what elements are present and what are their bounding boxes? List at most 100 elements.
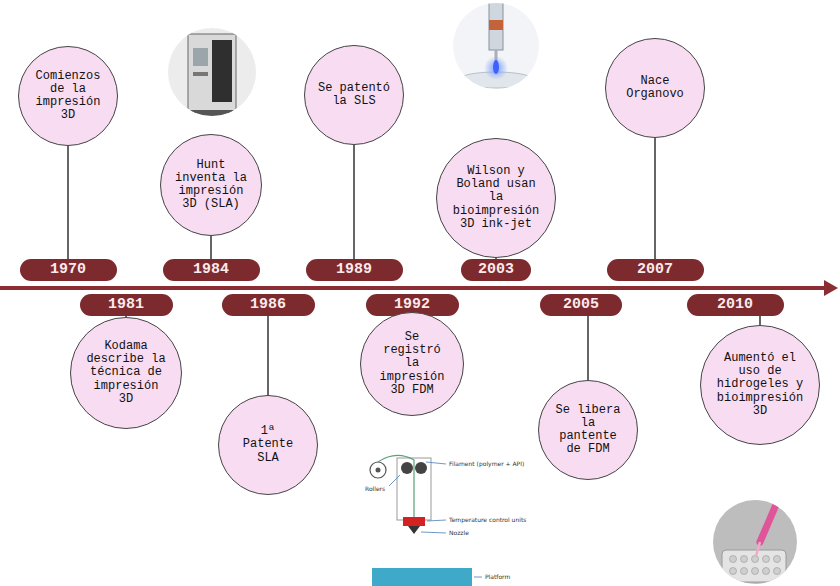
filament-spool (370, 462, 386, 478)
year-label: 2007 (637, 262, 673, 279)
well (730, 556, 737, 563)
event-text: Wilson y Boland usan la bioimpresión 3D … (450, 165, 542, 231)
well (763, 556, 770, 563)
printer-window (193, 48, 208, 66)
event-circle: Aumentó el uso de hidrogeles y bioimpres… (700, 325, 820, 445)
leader-line (426, 462, 446, 464)
event-circle: Kodama describe la técnica de impresión … (70, 317, 182, 429)
event-circle: Se registró la impresión 3D FDM (360, 312, 464, 416)
year-label: 1989 (336, 262, 372, 279)
arrow-head (824, 280, 838, 296)
printer-panel (212, 40, 232, 102)
timeline-stem (411, 312, 413, 316)
timeline-stem (759, 316, 761, 325)
printer-slot (193, 72, 208, 76)
year-pill: 2005 (540, 294, 622, 316)
pipette-body (760, 500, 778, 542)
event-text: 1ª Patente SLA (233, 425, 303, 465)
year-label: 1984 (193, 262, 229, 279)
photo-ground (168, 28, 256, 116)
filament-strand (378, 455, 414, 519)
leader-line (427, 520, 446, 521)
uv-glow (484, 56, 508, 80)
event-circle: Se patentó la SLS (304, 45, 404, 145)
year-pill: 2010 (687, 294, 784, 316)
syringe-barrel (489, 0, 503, 50)
year-label: 1981 (108, 297, 144, 314)
timeline-stem (267, 316, 269, 395)
timeline-stem (654, 138, 656, 259)
year-label: 2010 (717, 297, 753, 314)
event-text: Aumentó el uso de hidrogeles y bioimpres… (714, 352, 806, 418)
arrow-shaft (0, 286, 826, 290)
photo-ground (713, 500, 797, 584)
roller (401, 462, 413, 474)
syringe-scene (458, 0, 534, 88)
uv-light (493, 60, 499, 74)
event-circle: Comienzos de la impresión 3D (18, 46, 118, 146)
event-circle: Se libera la pantente de FDM (538, 380, 638, 480)
pipette-photo (713, 500, 797, 584)
pipette-tip (756, 542, 760, 556)
roller (415, 462, 427, 474)
well (730, 568, 737, 575)
part-label: Platform (485, 574, 510, 581)
year-label: 1970 (50, 262, 86, 279)
printer-base (186, 110, 238, 116)
heater-block (403, 517, 425, 526)
well (741, 556, 748, 563)
year-pill: 1986 (222, 294, 315, 316)
part-label: Rollers (365, 486, 385, 493)
event-circle: 1ª Patente SLA (218, 395, 318, 495)
time-arrow (0, 280, 838, 296)
spool-hub (376, 468, 381, 473)
well (741, 568, 748, 575)
leader-line (389, 475, 400, 486)
part-label: Nozzle (449, 530, 469, 537)
timeline-stem (125, 316, 127, 317)
part-label: Temperature control units (449, 517, 526, 524)
timeline-stem (587, 316, 589, 380)
event-text: Se registró la impresión 3D FDM (377, 331, 447, 397)
well (774, 568, 781, 575)
build-platform (372, 568, 472, 586)
well (774, 556, 781, 563)
year-pill: 2003 (461, 259, 531, 281)
nozzle-tip (408, 526, 420, 534)
printer-machine (186, 34, 238, 116)
fdm-schematic (370, 455, 482, 586)
timeline-stem (353, 145, 355, 259)
well (763, 568, 770, 575)
event-text: Comienzos de la impresión 3D (31, 70, 106, 123)
event-text: Hunt inventa la impresión 3D (SLA) (172, 159, 250, 212)
event-text: Se libera la pantente de FDM (553, 404, 623, 457)
year-pill: 1984 (163, 259, 260, 281)
timeline-stem (67, 146, 69, 259)
printer-cabinet (188, 34, 236, 112)
year-label: 2003 (478, 262, 514, 279)
event-circle: Wilson y Boland usan la bioimpresión 3D … (436, 138, 556, 258)
event-circle: Hunt inventa la impresión 3D (SLA) (160, 134, 262, 236)
event-text: Se patentó la SLS (315, 82, 393, 108)
year-label: 2005 (563, 297, 599, 314)
well-plate (722, 550, 786, 582)
year-pill: 1970 (20, 259, 117, 281)
syringe-band (489, 20, 503, 30)
well (752, 556, 759, 563)
year-pill: 1992 (366, 294, 459, 316)
syringe-photo (453, 0, 539, 89)
printer-photo (168, 28, 256, 116)
part-label: Filament (polymer + API) (449, 461, 524, 468)
event-text: Nace Organovo (620, 75, 690, 101)
leader-line (474, 577, 482, 578)
year-pill: 1981 (80, 294, 173, 316)
year-pill: 1989 (306, 259, 403, 281)
timeline-stem (210, 236, 212, 259)
year-label: 1992 (394, 297, 430, 314)
event-circle: Nace Organovo (605, 38, 705, 138)
pipette-scene (722, 500, 786, 582)
